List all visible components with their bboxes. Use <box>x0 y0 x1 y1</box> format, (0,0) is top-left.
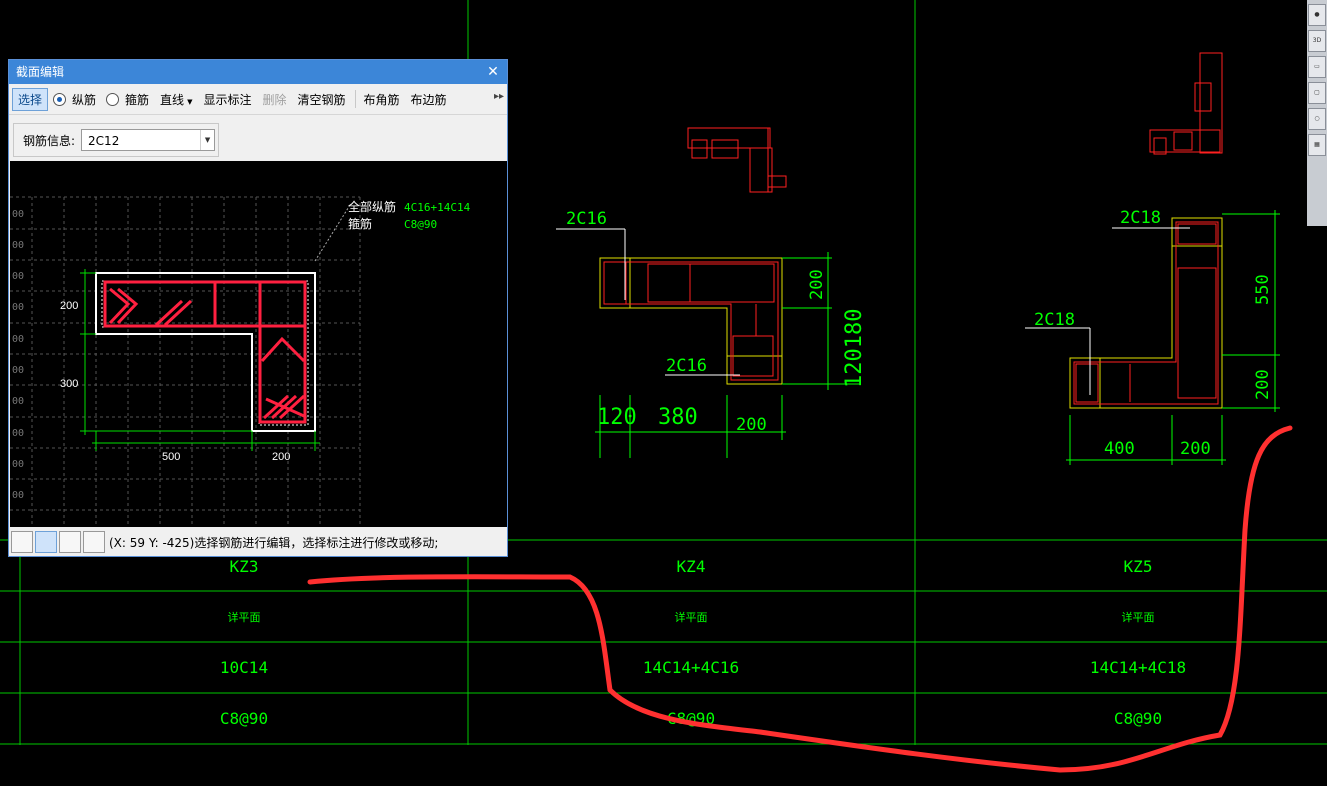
table-long-kz4: 14C14+4C16 <box>643 658 739 677</box>
dialog-statusbar: (X: 59 Y: -425)选择钢筋进行编辑，选择标注进行修改或移动; <box>9 528 507 556</box>
line-type-label: 直线 <box>160 92 185 107</box>
orbit-icon[interactable]: ○ <box>1308 108 1326 130</box>
svg-text:00: 00 <box>12 459 24 470</box>
longitudinal-radio-label: 纵筋 <box>72 92 97 107</box>
section-edit-canvas[interactable]: 00 00 00 00 00 00 00 00 00 00 <box>10 161 507 527</box>
select-button[interactable]: 选择 <box>12 87 49 111</box>
dialog-title: 截面编辑 <box>16 65 65 79</box>
rebar-info-label: 钢筋信息: <box>23 133 76 148</box>
corner-rebar-button[interactable]: 布角筋 <box>363 92 400 107</box>
kz5-section-detail: 2C18 2C18 550 200 400 200 <box>1025 208 1280 465</box>
chevron-down-icon: ▼ <box>187 97 193 106</box>
table-section-kz3: 详平面 <box>228 610 261 624</box>
svg-text:00: 00 <box>12 240 24 251</box>
table-name-kz5: KZ5 <box>1124 557 1153 576</box>
stirrup-rebars[interactable] <box>103 280 307 424</box>
right-tool-palette: ● 3D ▭ ▢ ○ ▦ <box>1307 0 1327 226</box>
perpendicular-icon[interactable] <box>59 531 81 553</box>
kz5-plan-sketch <box>1149 52 1223 155</box>
stirrup-radio[interactable]: 箍筋 <box>106 91 149 108</box>
kz5-dim-200-h: 200 <box>1180 439 1211 459</box>
svg-text:00: 00 <box>12 271 24 282</box>
cover-line <box>101 280 309 426</box>
box-view-icon[interactable]: ▢ <box>1308 82 1326 104</box>
toolbar-overflow-icon[interactable]: ▸▸ <box>493 91 504 102</box>
stirrup-value[interactable]: C8@90 <box>404 218 437 231</box>
table-section-kz4: 详平面 <box>675 610 708 624</box>
close-icon[interactable]: ✕ <box>487 64 499 80</box>
dim-300-vertical[interactable]: 300 <box>60 378 78 390</box>
radio-checked-icon <box>53 92 67 106</box>
add-dimension-icon[interactable] <box>83 531 105 553</box>
stirrup-label: 箍筋 <box>348 216 372 231</box>
kz4-label-bottom: 2C16 <box>666 356 707 376</box>
kz4-dim-380: 380 <box>658 405 698 430</box>
svg-text:00: 00 <box>12 396 24 407</box>
ortho-mode-icon[interactable] <box>11 531 33 553</box>
clear-rebar-button[interactable]: 清空钢筋 <box>297 92 346 107</box>
rebar-info-bar: 钢筋信息: 2C12 ▼ <box>13 123 219 157</box>
edit-dimensions <box>80 204 351 451</box>
kz5-dim-200-v: 200 <box>1253 369 1273 400</box>
kz5-dim-400: 400 <box>1104 439 1135 459</box>
kz4-dim-right-120180: 120180 <box>842 309 867 388</box>
svg-text:00: 00 <box>12 209 24 220</box>
dim-500-horizontal[interactable]: 500 <box>162 451 180 463</box>
table-long-kz5: 14C14+4C18 <box>1090 658 1186 677</box>
snap-mode-icon[interactable] <box>35 531 57 553</box>
table-name-kz4: KZ4 <box>677 557 706 576</box>
kz4-section-detail: 2C16 2C16 200 120180 120 380 200 <box>556 209 867 458</box>
dim-200-horizontal[interactable]: 200 <box>272 451 290 463</box>
rebar-info-value: 2C12 <box>88 134 120 148</box>
kz5-label-top: 2C18 <box>1120 208 1161 228</box>
grid-view-icon[interactable]: ▦ <box>1308 134 1326 156</box>
edit-grid <box>10 196 361 527</box>
dim-200-vertical[interactable]: 200 <box>60 300 78 312</box>
table-name-kz3: KZ3 <box>230 557 259 576</box>
kz4-dim-right-200: 200 <box>807 269 827 300</box>
table-long-kz3: 10C14 <box>220 658 268 677</box>
edge-rebar-button[interactable]: 布边筋 <box>410 92 447 107</box>
3d-view-icon[interactable]: 3D <box>1308 30 1326 52</box>
svg-text:00: 00 <box>12 365 24 376</box>
kz4-label-top: 2C16 <box>566 209 607 229</box>
grid-tick-labels: 00 00 00 00 00 00 00 00 00 00 <box>12 209 24 501</box>
kz4-plan-sketch <box>687 127 787 193</box>
radio-unchecked-icon <box>106 92 120 106</box>
svg-text:00: 00 <box>12 428 24 439</box>
stirrup-radio-label: 箍筋 <box>125 92 150 107</box>
svg-text:00: 00 <box>12 334 24 345</box>
all-longitudinal-value[interactable]: 4C16+14C14 <box>404 201 471 214</box>
section-edit-dialog: 截面编辑 ✕ 选择 纵筋 箍筋 直线▼ 显示标注 删除 清空钢筋 布角筋 布边筋… <box>8 59 508 557</box>
table-stirrup-kz5: C8@90 <box>1114 709 1162 728</box>
column-table: KZ3 KZ4 KZ5 详平面 详平面 详平面 10C14 14C14+4C16… <box>220 557 1186 728</box>
table-section-kz5: 详平面 <box>1122 610 1155 624</box>
kz5-label-left: 2C18 <box>1034 310 1075 330</box>
svg-text:00: 00 <box>12 302 24 313</box>
kz4-dim-200: 200 <box>736 415 767 435</box>
dialog-titlebar[interactable]: 截面编辑 ✕ <box>9 60 507 84</box>
rebar-info-combobox[interactable]: 2C12 ▼ <box>81 129 216 151</box>
dialog-toolbar: 选择 纵筋 箍筋 直线▼ 显示标注 删除 清空钢筋 布角筋 布边筋 ▸▸ <box>9 84 507 115</box>
red-annotation-stroke <box>307 425 1293 773</box>
status-text: (X: 59 Y: -425)选择钢筋进行编辑，选择标注进行修改或移动; <box>109 535 439 550</box>
line-type-dropdown[interactable]: 直线▼ <box>155 89 197 110</box>
kz4-dim-120: 120 <box>597 405 637 430</box>
longitudinal-radio[interactable]: 纵筋 <box>53 91 96 108</box>
show-annotation-button[interactable]: 显示标注 <box>203 92 252 107</box>
delete-button[interactable]: 删除 <box>262 92 287 107</box>
plan-view-icon[interactable]: ▭ <box>1308 56 1326 78</box>
all-longitudinal-label: 全部纵筋 <box>348 199 396 214</box>
toolbar-divider <box>354 90 356 108</box>
svg-text:00: 00 <box>12 490 24 501</box>
kz5-dim-550: 550 <box>1253 274 1273 305</box>
chevron-down-icon[interactable]: ▼ <box>200 130 214 150</box>
sphere-icon[interactable]: ● <box>1308 4 1326 26</box>
table-stirrup-kz3: C8@90 <box>220 709 268 728</box>
